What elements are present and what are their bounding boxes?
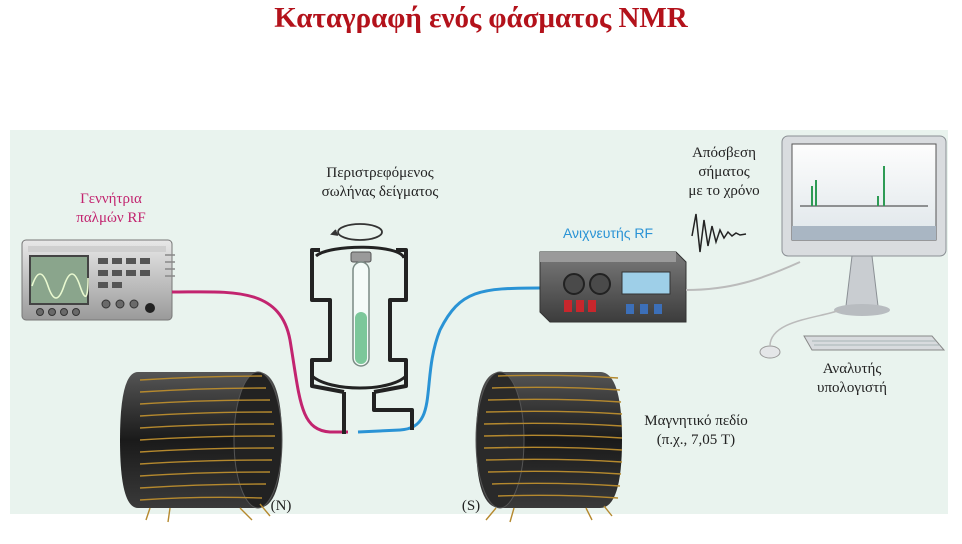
rf-cable <box>171 290 348 434</box>
computer-label-line1: Αναλυτής <box>822 361 882 377</box>
sample-tube-label: Περιστρεφόμενος σωλήνας δείγματος <box>300 164 460 202</box>
rotation-arrow-icon <box>330 223 383 241</box>
sample-tube-label-line2: σωλήνας δείγματος <box>321 184 439 200</box>
detector-cable <box>357 286 541 434</box>
rf-coil <box>310 245 414 434</box>
signal-decay-label-line2: σήματος <box>698 164 750 180</box>
rf-generator-label-line2: παλμών RF <box>76 210 146 226</box>
rf-detector <box>539 251 687 323</box>
computer <box>759 135 947 359</box>
signal-decay-label-line3: με το χρόνο <box>688 183 760 199</box>
magnet-north <box>120 371 283 523</box>
computer-label: Αναλυτής υπολογιστή <box>802 360 902 398</box>
sample-tube-label-line1: Περιστρεφόμενος <box>326 165 434 181</box>
magnetic-field-label-line2: (π.χ., 7,05 T) <box>656 432 736 448</box>
signal-decay-label: Απόσβεση σήματος με το χρόνο <box>676 144 772 201</box>
south-pole-label: (S) <box>461 498 481 514</box>
rf-detector-label: Ανιχνευτής RF <box>562 225 654 241</box>
sample-tube <box>350 251 372 367</box>
north-pole-label: (N) <box>270 498 292 514</box>
magnet-south <box>475 371 623 523</box>
magnetic-field-label-line1: Μαγνητικό πεδίο <box>644 413 748 429</box>
rf-generator-label-line1: Γεννήτρια <box>80 191 142 207</box>
page-title: Καταγραφή ενός φάσματος NMR <box>274 2 688 34</box>
computer-label-line2: υπολογιστή <box>817 380 887 396</box>
rf-generator-label: Γεννήτρια παλμών RF <box>56 190 166 228</box>
signal-decay-label-line1: Απόσβεση <box>692 145 756 161</box>
magnetic-field-label: Μαγνητικό πεδίο (π.χ., 7,05 T) <box>634 412 758 450</box>
signal-decay-graph <box>691 213 747 253</box>
rf-generator <box>21 239 175 321</box>
computer-cable <box>685 261 801 291</box>
